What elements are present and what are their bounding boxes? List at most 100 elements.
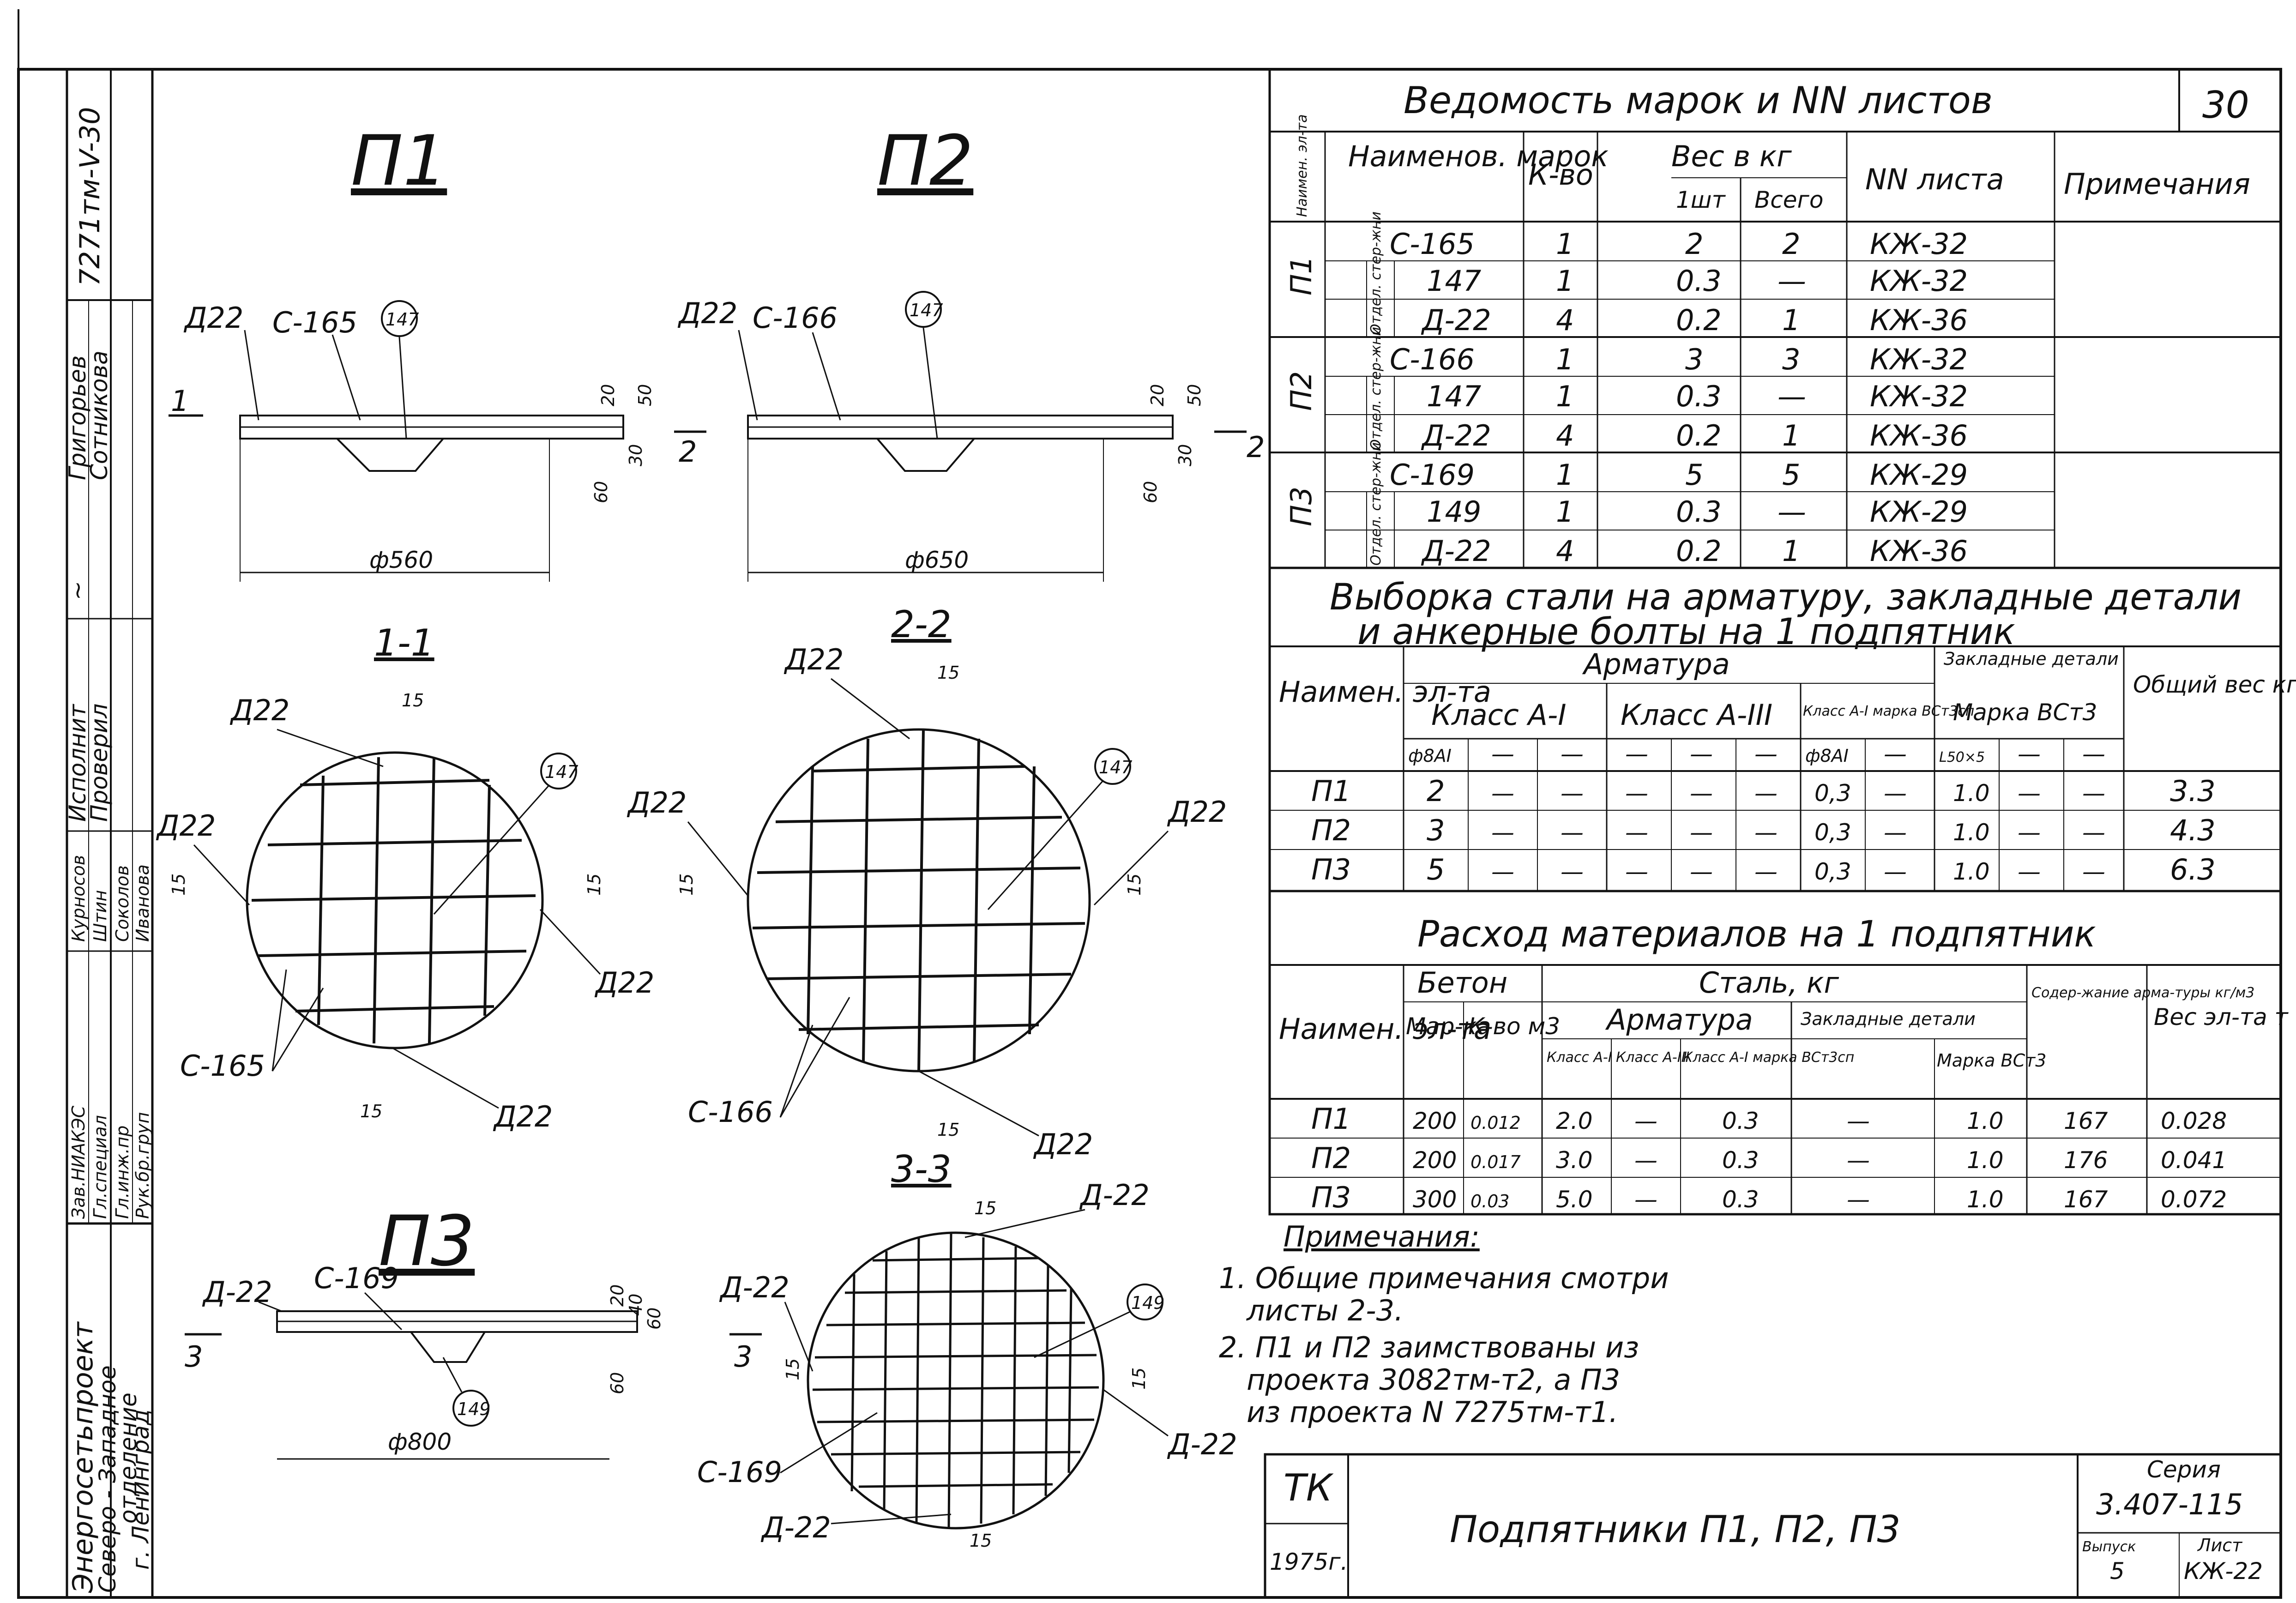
- p2-callout-number: 147: [910, 300, 943, 320]
- cell: 5: [1782, 458, 1800, 492]
- cell: 1.0: [1953, 858, 1990, 885]
- cell: 0.03: [1470, 1191, 1510, 1211]
- p2-callout-circle: [905, 291, 942, 328]
- title-sheet: КЖ-22: [2184, 1558, 2263, 1585]
- cell: 1: [1782, 419, 1800, 452]
- cell: —: [1884, 780, 1907, 807]
- marks-h-wall: Всего: [1754, 187, 1823, 213]
- marks-h-elem: Наимен. эл-та: [1294, 114, 1310, 217]
- cell: 200: [1413, 1108, 1457, 1134]
- section-2-2-dim-right: 15: [1124, 874, 1145, 896]
- note-2c: из проекта N 7275тм-т1.: [1247, 1395, 1618, 1429]
- marks-row: Д-22 4 0.2 1 КЖ-36: [1421, 303, 1968, 337]
- cell: 1: [1782, 534, 1800, 568]
- cell: 3: [1427, 814, 1445, 847]
- materials-table: Расход материалов на 1 подпятник Наимен.…: [1268, 890, 2289, 1216]
- p1-dim-50: 50: [635, 384, 655, 406]
- p3-dim-60-a: 60: [644, 1308, 664, 1330]
- section-1-1-d22-a: Д22: [229, 693, 289, 727]
- p3-callout-number: 149: [457, 1399, 491, 1419]
- section-3-3-d22-a: Д-22: [1079, 1178, 1150, 1212]
- cell: П2: [1311, 1141, 1351, 1175]
- stamp-name-4: Штин: [90, 890, 110, 942]
- cell: 3: [1685, 343, 1703, 376]
- title-block: ТК 1975г. Подпятники П1, П2, П3 Серия 3.…: [1264, 1453, 2282, 1599]
- cell: —: [1625, 858, 1648, 885]
- cell: 4: [1556, 534, 1574, 568]
- p1-drawing: П1 ф560 Д22 С-165 147 1 20 50 30 60: [169, 121, 655, 582]
- marks-h-w1: 1шт: [1676, 187, 1726, 213]
- stamp-role-6: Рук.бр.груп: [133, 1112, 153, 1219]
- materials-h-weight: Вес эл-та т: [2154, 1004, 2289, 1030]
- stamp-name-6: Иванова: [133, 864, 153, 942]
- cell: —: [1634, 1108, 1657, 1134]
- section-1-1-title: 1-1: [374, 621, 434, 664]
- steel-table-title-1: Выборка стали на арматуру, закладные дет…: [1330, 577, 2242, 618]
- cell: 147: [1427, 264, 1481, 298]
- materials-h-cbst: Класс А-I марка ВСт3сп: [1683, 1049, 1854, 1066]
- cell: —: [1491, 858, 1514, 885]
- cell: —: [2082, 780, 2105, 807]
- cell: —: [1754, 819, 1778, 846]
- cell: КЖ-32: [1870, 227, 1968, 261]
- cell: 0.041: [2161, 1147, 2227, 1174]
- stamp-role-5: Гл.инж.пр: [112, 1126, 133, 1219]
- marks-table: Ведомость марок и NN листов 30 Наимен. э…: [1268, 68, 2282, 569]
- section-3-3-cut-mark: 3: [734, 1340, 752, 1374]
- cell: 167: [2064, 1186, 2108, 1213]
- steel-h-total: Общий вес кг: [2133, 671, 2296, 698]
- steel-subheader-row: ф8АI — — — — — ф8АI — L50×5 — —: [1408, 741, 2105, 767]
- cell: 0.3: [1676, 264, 1722, 298]
- steel-row: П2 3 — — — — — 0,3 — 1.0 — — 4.3: [1311, 814, 2216, 847]
- stamp-role-4: Гл.специал: [90, 1115, 110, 1219]
- cell: П3: [1311, 853, 1351, 886]
- p2-label-s: С-166: [753, 301, 838, 335]
- p3-title: П3: [379, 1201, 475, 1282]
- p3-dim-40: 40: [626, 1294, 646, 1316]
- materials-table-title: Расход материалов на 1 подпятник: [1417, 914, 2096, 955]
- cell: 4: [1556, 419, 1574, 452]
- cell: 2: [1782, 227, 1800, 261]
- cell: —: [1625, 741, 1648, 767]
- cell: Д-22: [1421, 419, 1491, 452]
- cell: КЖ-32: [1870, 380, 1968, 413]
- section-3-3-d22-b: Д-22: [719, 1271, 789, 1304]
- p3-cone: [410, 1331, 486, 1363]
- cell: КЖ-32: [1870, 343, 1968, 376]
- cell: 3.3: [2170, 774, 2216, 808]
- cell: КЖ-36: [1870, 534, 1968, 568]
- cell: 6.3: [2170, 853, 2216, 886]
- materials-h-concrete: Бетон: [1417, 966, 1507, 1000]
- org-line-1: Энергосетьпроект: [67, 1321, 99, 1593]
- section-3-3-d22-c: Д-22: [1167, 1428, 1237, 1461]
- p1-cut-mark: 1: [171, 384, 189, 418]
- materials-h-steel: Сталь, кг: [1699, 966, 1839, 1000]
- cell: —: [1561, 741, 1584, 767]
- cell: —: [1690, 780, 1713, 807]
- p1-dim-30: 30: [626, 444, 646, 466]
- cell: —: [1690, 858, 1713, 885]
- marks-group-elem: П3: [1284, 487, 1318, 526]
- section-1-1: 1-1 Д22 Д22 Д22 Д22 С-165 147 15 15 15 1…: [156, 621, 654, 1133]
- materials-h-elem: Наимен. эл-та: [1279, 1012, 1491, 1046]
- cell: КЖ-32: [1870, 264, 1968, 298]
- marks-group-elem: П2: [1284, 371, 1318, 411]
- cell: —: [1634, 1147, 1657, 1174]
- cell: 1: [1556, 458, 1574, 492]
- steel-table: Выборка стали на арматуру, закладные дет…: [1268, 566, 2296, 892]
- steel-h-arm: Арматура: [1582, 647, 1730, 681]
- stamp-signature-1: ~: [64, 581, 91, 600]
- steel-h-emb: Закладные детали: [1944, 649, 2119, 669]
- section-1-1-d22-c: Д22: [594, 966, 654, 1000]
- section-2-2-d22-b: Д22: [627, 786, 687, 820]
- cell: 4: [1556, 303, 1574, 337]
- p1-dim-60: 60: [591, 481, 611, 503]
- marks-sep-label: Отдел. стер-жни: [1368, 327, 1384, 450]
- materials-h-vol: К-во м3: [1468, 1013, 1560, 1040]
- stamp-name-5: Соколов: [112, 865, 133, 942]
- outer-border: [17, 68, 2282, 1599]
- cell: 1.0: [1967, 1147, 2004, 1174]
- section-3-3-mesh: [812, 1232, 1099, 1529]
- section-3-3-outline: [807, 1231, 1105, 1530]
- stamp-role-3: Зав.НИАКЭС: [68, 1105, 89, 1219]
